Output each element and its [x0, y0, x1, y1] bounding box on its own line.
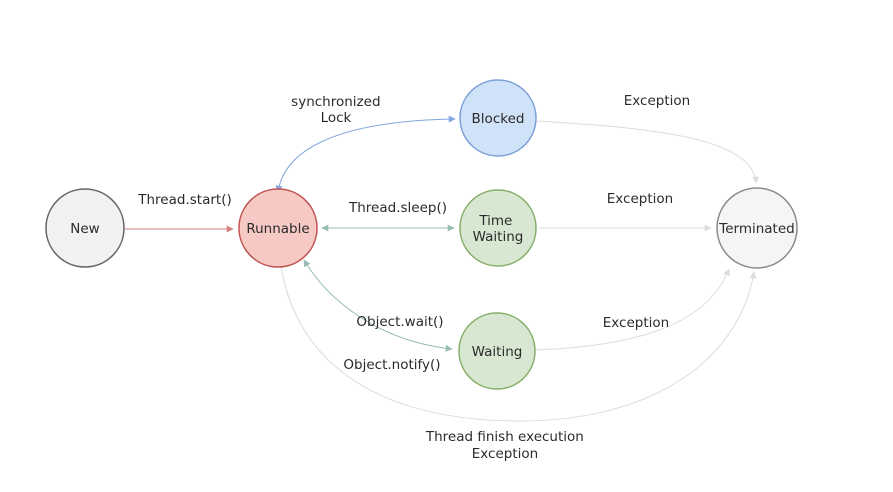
edge-label-time-waiting-exception: Exception: [607, 191, 673, 207]
edge-waiting-exception: [535, 268, 730, 351]
node-circle-runnable: [238, 188, 318, 268]
edge-blocked-exception: [536, 120, 760, 184]
edge-label-synchronized-lock: synchronized Lock: [291, 94, 385, 126]
node-circle-blocked: [459, 79, 537, 157]
edge-label-synchronized: synchronized: [291, 94, 380, 110]
edge-synchronized-lock: [275, 115, 456, 193]
node-label-blocked: Blocked: [472, 111, 525, 127]
edge-label-thread-finish: Thread finish execution Exception: [425, 429, 588, 462]
edge-object-wait-notify: [303, 259, 453, 352]
edge-label-thread-finish-line2: Exception: [472, 446, 538, 462]
node-circle-time-waiting: [459, 189, 537, 267]
node-label-time-waiting: Time Waiting: [473, 213, 524, 245]
edge-label-blocked-exception: Exception: [624, 93, 690, 109]
node-circle-new: [45, 188, 125, 268]
node-waiting: Waiting: [458, 312, 536, 390]
edge-thread-finish: [280, 266, 757, 422]
edge-label-lock: Lock: [321, 110, 352, 126]
edge-label-waiting-exception: Exception: [603, 315, 669, 331]
edge-label-object-wait: Object.wait(): [356, 314, 443, 330]
node-circle-waiting: [458, 312, 536, 390]
edge-label-thread-finish-line1: Thread finish execution: [425, 429, 584, 445]
node-circle-terminated: [716, 187, 798, 269]
node-label-time-waiting-line1: Time: [478, 213, 512, 229]
node-label-terminated: Terminated: [718, 221, 794, 237]
node-new: New: [45, 188, 125, 268]
node-label-waiting: Waiting: [472, 344, 523, 360]
node-time-waiting: Time Waiting: [459, 189, 537, 267]
node-runnable: Runnable: [238, 188, 318, 268]
node-label-time-waiting-line2: Waiting: [473, 229, 524, 245]
node-blocked: Blocked: [459, 79, 537, 157]
edge-label-thread-sleep: Thread.sleep(): [348, 200, 447, 216]
node-label-new: New: [70, 221, 99, 237]
node-label-runnable: Runnable: [246, 221, 309, 237]
node-terminated: Terminated: [716, 187, 798, 269]
edge-label-object-notify: Object.notify(): [343, 357, 440, 373]
edge-label-thread-start: Thread.start(): [137, 192, 231, 208]
